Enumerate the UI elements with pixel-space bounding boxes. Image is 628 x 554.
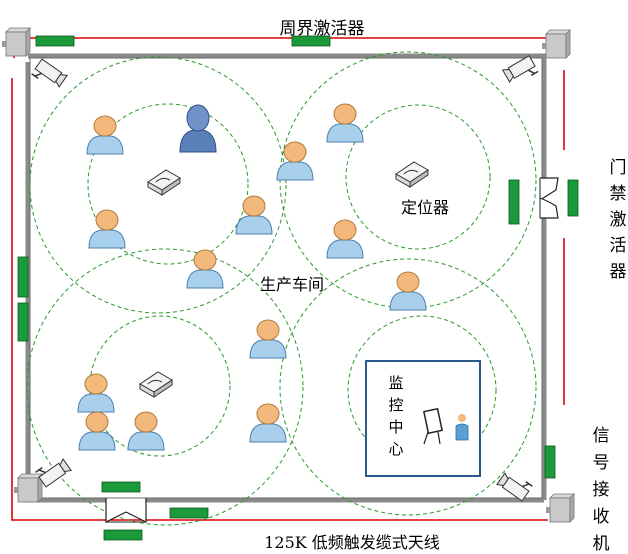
worker-icon <box>326 219 364 259</box>
locator-label: 定位器 <box>401 198 449 217</box>
locator-device-icon <box>139 371 173 398</box>
perimeter-exciters <box>17 35 556 519</box>
signal-receiver-label-char: 接 <box>593 480 610 500</box>
locator-device-icon <box>147 169 181 196</box>
signal-receiver-icon <box>545 493 575 523</box>
whiteboard-icon <box>422 407 444 445</box>
worker-icon <box>326 103 364 143</box>
antenna-label: 125K 低频触发缆式天线 <box>264 533 440 552</box>
bottom-door-exciter-top <box>101 481 141 493</box>
worker-icon <box>249 403 287 443</box>
worker-icon <box>276 141 314 181</box>
door-exciter-label-char: 门 <box>610 158 627 178</box>
exciter-left-1 <box>17 256 29 298</box>
exciter-top-mid <box>291 35 331 47</box>
worker-icon <box>78 411 116 451</box>
worker-icon <box>127 411 165 451</box>
exciter-right <box>544 445 556 479</box>
door-exciter-right <box>567 179 579 217</box>
workshop-label: 生产车间 <box>260 275 324 294</box>
signal-receiver-icon <box>13 473 43 503</box>
door-exciter-label-char: 激 <box>610 210 627 230</box>
door-exciter-left <box>508 179 520 225</box>
worker-icon <box>77 373 115 413</box>
presenter-icon <box>455 414 469 441</box>
signal-receiver-label-char: 机 <box>593 534 610 554</box>
door-exciter-label-char: 活 <box>610 236 627 256</box>
signal-receiver-label-char: 信 <box>593 426 610 446</box>
monitor-center <box>365 360 481 477</box>
camera-icon <box>496 468 534 503</box>
right-door <box>508 177 579 225</box>
bottom-door <box>101 481 147 541</box>
supervisor-icon <box>179 104 217 153</box>
bottom-door-exciter-bottom <box>103 529 143 541</box>
signal-receiver-icon <box>1 27 31 57</box>
door-exciter-label-char: 器 <box>610 262 627 282</box>
exciter-bottom <box>169 507 209 519</box>
signal-receiver-label-char: 收 <box>593 507 610 527</box>
monitor-center-label-char: 心 <box>388 440 403 458</box>
monitor-center-label-char: 控 <box>388 396 403 414</box>
perimeter-exciter-label: 周界激活器 <box>280 19 365 39</box>
worker-icon <box>249 319 287 359</box>
monitor-center-label-char: 中 <box>388 418 403 436</box>
exciter-top-left <box>35 35 75 47</box>
exciter-left-2 <box>17 302 29 342</box>
workshop-wall-inner <box>29 57 543 499</box>
monitor-center-label-char: 监 <box>388 374 403 392</box>
signal-receiver-icon <box>541 29 571 59</box>
door-exciter-label-char: 禁 <box>610 184 627 204</box>
camera-icon <box>30 57 68 92</box>
signal-receiver-label-char: 号 <box>593 453 610 473</box>
camera-icon <box>501 54 539 88</box>
worker-icon <box>186 249 224 289</box>
locator-device-icon <box>395 161 429 188</box>
worker-icon <box>389 271 427 311</box>
